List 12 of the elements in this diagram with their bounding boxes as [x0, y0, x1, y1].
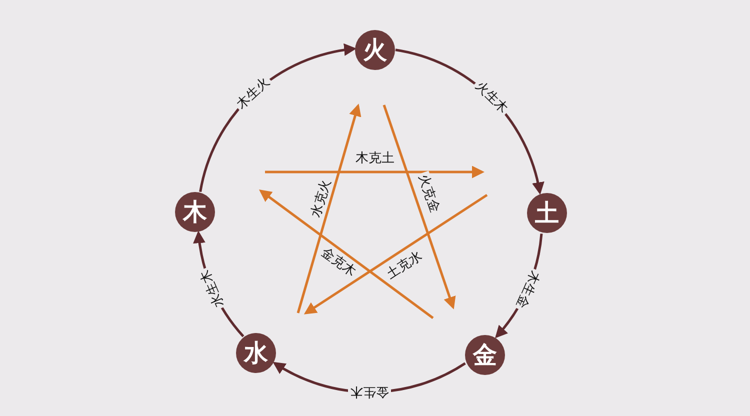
- arrow: [382, 104, 456, 310]
- element-circle: 火: [355, 30, 395, 70]
- edge-label: 木克土: [354, 150, 396, 166]
- element-circle: 土: [527, 193, 567, 233]
- element-circle: 金: [465, 335, 505, 375]
- arrow: [304, 194, 488, 314]
- edge-label: 金生木: [348, 384, 392, 400]
- arrow: [265, 166, 484, 178]
- element-circle: 木: [175, 192, 215, 232]
- arrow: [259, 190, 434, 319]
- arrow: [296, 104, 362, 314]
- element-circle: 水: [236, 333, 276, 373]
